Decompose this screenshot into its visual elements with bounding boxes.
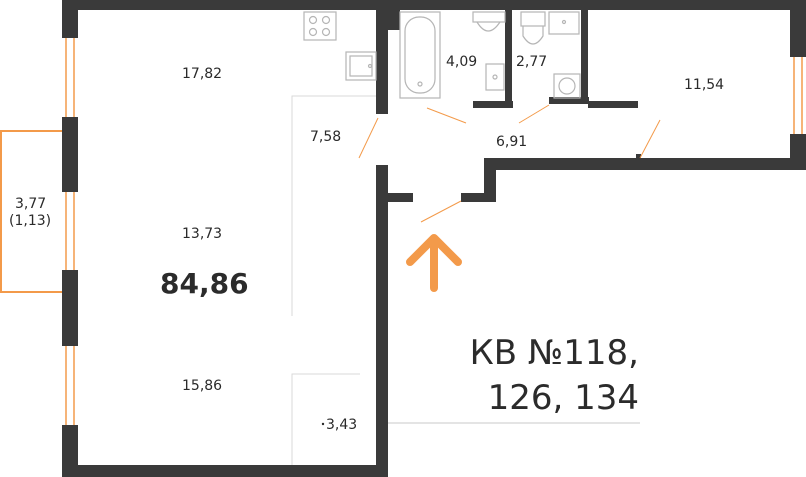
area-bedroom: 15,86: [182, 378, 222, 394]
area-hall-left: 7,58: [310, 129, 341, 145]
apartment-number-line1: КВ №118,: [470, 333, 639, 373]
wall-stub-3: [588, 101, 638, 108]
bathtub-icon: [399, 11, 441, 99]
wall-stub-1: [473, 101, 513, 108]
wall-bottom: [62, 465, 388, 477]
area-living: 13,73: [182, 226, 222, 242]
wall-top: [62, 0, 806, 10]
wall-bath-left-inner: [388, 10, 400, 30]
wall-left-mid: [62, 117, 78, 192]
wall-right-bottom: [790, 134, 806, 170]
wall-entrance-left: [376, 193, 413, 202]
wall-stub-2: [549, 97, 589, 104]
wall-left-block-right: [376, 165, 388, 477]
fixtures: [303, 11, 581, 99]
wardrobe-marker: [321, 422, 325, 426]
sink-icon: [345, 51, 377, 81]
window-left-2: [65, 192, 75, 270]
wall-bath-left: [376, 10, 388, 114]
walls: [62, 0, 806, 477]
area-corridor: 6,91: [496, 134, 527, 150]
wall-left-mid2: [62, 270, 78, 346]
area-wardrobe: 3,43: [326, 417, 357, 433]
wc-sink-icon: [548, 11, 580, 35]
area-toilet: 2,77: [516, 54, 547, 70]
wall-right-top: [790, 0, 806, 57]
area-kitchen: 17,82: [182, 66, 222, 82]
balcony-outline: [0, 130, 62, 293]
windows: [65, 38, 803, 425]
entrance-arrow-icon: [406, 234, 462, 292]
wall-left-bottom: [62, 425, 78, 477]
area-balcony-reduced: (1,13): [9, 213, 51, 229]
total-area: 84,86: [160, 267, 249, 300]
washing-machine-icon: [553, 73, 581, 99]
window-left-3: [65, 346, 75, 425]
light-partitions: [291, 95, 640, 466]
wall-entrance-right: [461, 193, 496, 202]
bath-sink-icon: [485, 63, 505, 91]
wall-corridor-bottom: [484, 158, 806, 170]
wall-door-stub: [636, 154, 641, 158]
door-swings: [358, 104, 661, 223]
apartment-number-line2: 126, 134: [488, 378, 639, 418]
area-balcony: 3,77: [15, 196, 46, 212]
wall-bath-toilet: [505, 10, 512, 108]
toilet-wc-icon: [520, 11, 546, 45]
area-bathroom: 4,09: [446, 54, 477, 70]
window-right: [793, 57, 803, 134]
area-bedroom2: 11,54: [684, 77, 724, 93]
area-labels: 17,82 13,73 15,86 7,58 4,09 2,77 11,54 6…: [9, 54, 724, 433]
toilet-icon: [472, 11, 506, 32]
wall-toilet-bedroom: [581, 10, 588, 104]
window-left-1: [65, 38, 75, 117]
stove-icon: [303, 11, 337, 41]
